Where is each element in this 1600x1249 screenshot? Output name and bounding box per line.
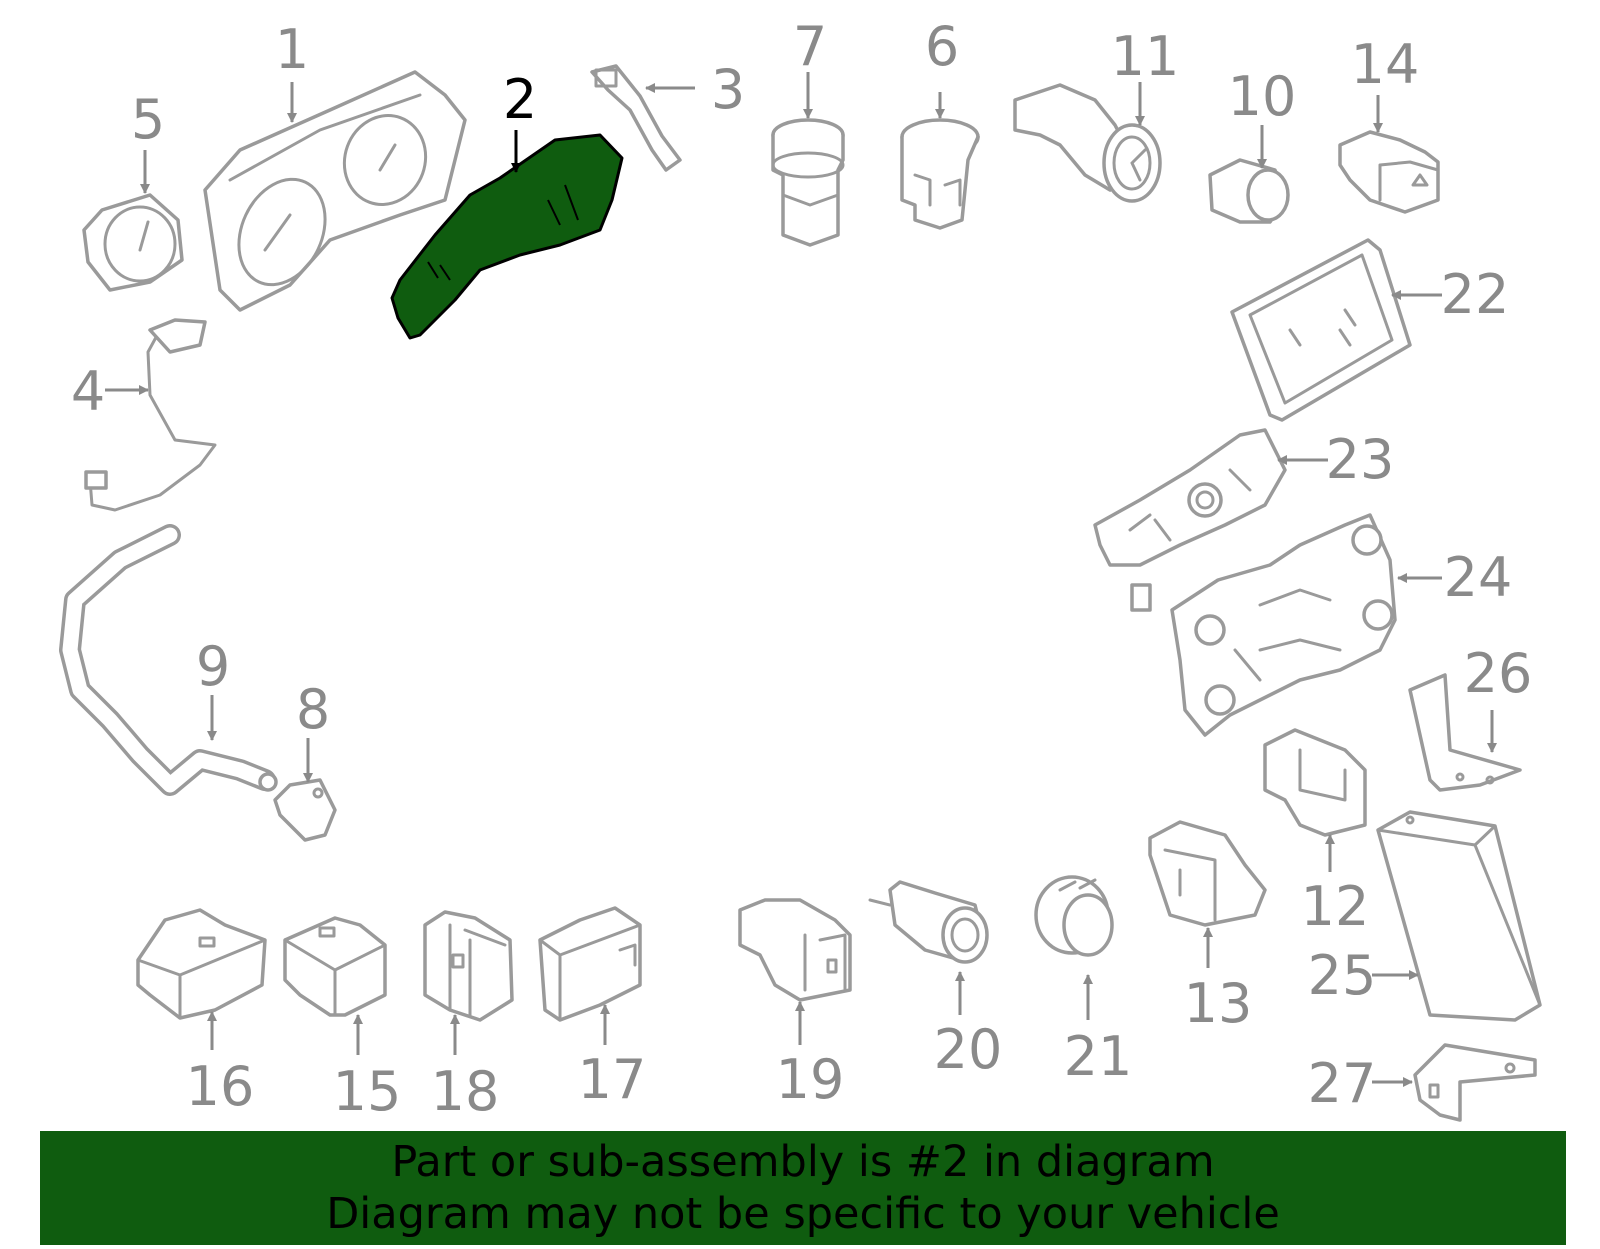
- part-27-bracket[interactable]: [1413, 1043, 1537, 1122]
- part-11-switch[interactable]: [1013, 83, 1162, 203]
- part-8-sensor[interactable]: [273, 778, 337, 842]
- part-5-gauge[interactable]: [82, 193, 184, 292]
- part-19-switch[interactable]: [738, 898, 852, 1002]
- part-4-harness[interactable]: [84, 318, 217, 512]
- callout-21: 21: [1064, 1025, 1133, 1088]
- part-26-bracket[interactable]: [1408, 673, 1522, 792]
- part-24-control-module[interactable]: [1170, 513, 1397, 737]
- banner-line-disclaimer: Diagram may not be specific to your vehi…: [326, 1189, 1280, 1239]
- callout-numbers: 1 2 3 4 5 6 7 8 9 10 11 12 13 14 15 16 1…: [71, 15, 1533, 1123]
- part-7-switch[interactable]: [771, 118, 845, 247]
- part-10-knob[interactable]: [1208, 158, 1290, 224]
- info-banner: Part or sub-assembly is #2 in diagram Di…: [40, 1131, 1566, 1245]
- leader-arrows: [105, 72, 1497, 1087]
- callout-25: 25: [1308, 944, 1377, 1007]
- part-17-switch[interactable]: [538, 906, 642, 1022]
- callout-8: 8: [296, 678, 330, 741]
- callout-6: 6: [925, 15, 959, 78]
- part-6-switch[interactable]: [900, 118, 980, 230]
- callout-27: 27: [1308, 1052, 1377, 1115]
- part-3-connector[interactable]: [590, 64, 682, 172]
- callout-23: 23: [1326, 428, 1395, 491]
- callout-13: 13: [1184, 972, 1253, 1035]
- part-14-switch[interactable]: [1338, 130, 1440, 214]
- callout-12: 12: [1301, 875, 1370, 938]
- part-21-socket[interactable]: [1034, 875, 1114, 957]
- callout-16: 16: [186, 1055, 255, 1118]
- callout-17: 17: [578, 1048, 647, 1111]
- callout-14: 14: [1351, 33, 1420, 96]
- part-23-control-panel[interactable]: [1093, 428, 1287, 612]
- part-1-cluster-housing[interactable]: [203, 70, 467, 312]
- callout-5: 5: [131, 88, 165, 151]
- callout-11: 11: [1111, 25, 1180, 88]
- callout-24: 24: [1444, 546, 1513, 609]
- callout-26: 26: [1464, 642, 1533, 705]
- callout-15: 15: [333, 1060, 402, 1123]
- part-22-display[interactable]: [1230, 238, 1412, 422]
- callout-18: 18: [431, 1060, 500, 1123]
- callout-2: 2: [503, 68, 537, 131]
- part-18-switch[interactable]: [423, 910, 514, 1022]
- part-2-cluster-lens[interactable]: [390, 133, 624, 340]
- callout-10: 10: [1228, 65, 1297, 128]
- part-12-module[interactable]: [1263, 728, 1367, 837]
- callout-20: 20: [934, 1018, 1003, 1081]
- callout-22: 22: [1441, 263, 1510, 326]
- callout-4: 4: [71, 360, 105, 423]
- callout-9: 9: [196, 635, 230, 698]
- part-16-switch[interactable]: [136, 908, 267, 1020]
- part-9-hose[interactable]: [59, 524, 278, 796]
- callout-7: 7: [793, 15, 827, 78]
- callout-1: 1: [275, 18, 309, 81]
- callout-19: 19: [776, 1048, 845, 1111]
- part-25-module-box[interactable]: [1376, 810, 1542, 1022]
- part-20-power-outlet[interactable]: [868, 880, 989, 964]
- part-15-switch[interactable]: [283, 916, 387, 1017]
- part-13-module[interactable]: [1148, 820, 1267, 927]
- banner-line-part: Part or sub-assembly is #2 in diagram: [391, 1137, 1215, 1187]
- callout-3: 3: [711, 58, 745, 121]
